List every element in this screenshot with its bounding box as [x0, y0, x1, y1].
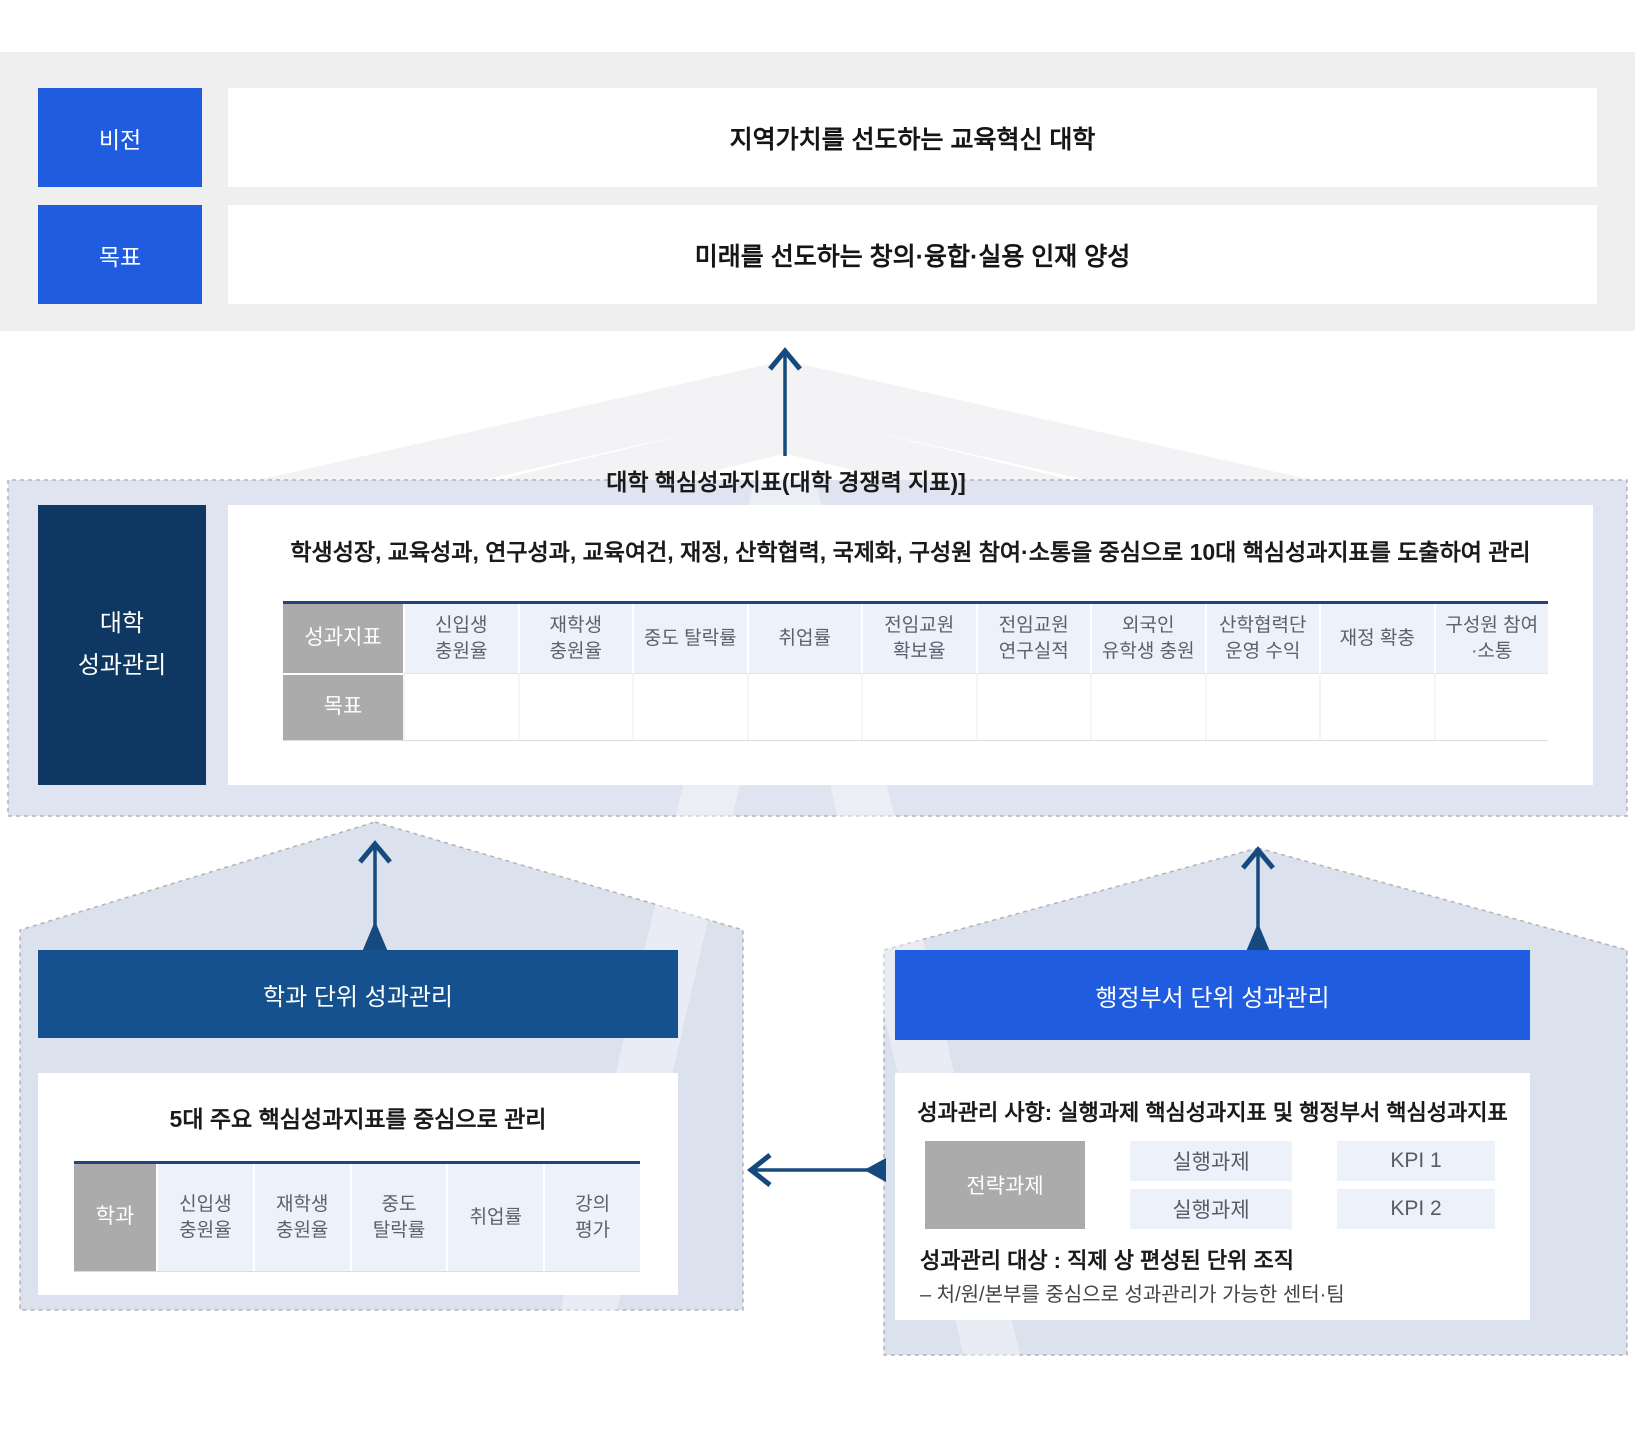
kpi-target-cell [975, 673, 1090, 740]
kpi-description: 학생성장, 교육성과, 연구성과, 교육여건, 재정, 산학협력, 국제화, 구… [290, 539, 1531, 565]
up-arrow-left-head-icon [358, 840, 392, 864]
flow-execution-task-box-2: 실행과제 [1130, 1189, 1292, 1229]
kpi-side-label-line2: 성과관리 [77, 652, 167, 679]
dept-table-header-row: 학과 신입생 충원율 재학생 충원율 중도 탈락률 취업률 강의 평가 [74, 1164, 640, 1271]
kpi-content-box: 학생성장, 교육성과, 연구성과, 교육여건, 재정, 산학협력, 국제화, 구… [228, 505, 1593, 785]
kpi-target-cell [861, 673, 976, 740]
admin-management-target: 성과관리 대상 : 직제 상 편성된 단위 조직 [920, 1248, 1294, 1273]
dept-col-header: 신입생 충원율 [156, 1164, 253, 1271]
arrow-group [358, 347, 1275, 1187]
kpi-col-header: 신입생 충원율 [403, 604, 518, 673]
up-arrow-right-base-triangle [1245, 923, 1271, 954]
kpi-table-header-row: 성과지표 신입생 충원율 재학생 충원율 중도 탈락률 취업률 전임교원 확보율… [283, 604, 1548, 673]
kpi-col-header: 구성원 참여·소통 [1433, 604, 1548, 673]
kpi-table-target-row: 목표 [283, 673, 1548, 740]
kpi-col-header: 전임교원 확보율 [861, 604, 976, 673]
kpi-col-header: 취업률 [746, 604, 861, 673]
flow-execution-task-box-1: 실행과제 [1130, 1141, 1292, 1181]
dept-row-header: 학과 [74, 1164, 156, 1271]
kpi-target-cell [517, 673, 632, 740]
kpi-col-header: 재정 확충 [1319, 604, 1434, 673]
kpi-target-cell [1204, 673, 1319, 740]
goal-label: 목표 [38, 205, 202, 304]
flow-strategic-task-box: 전략과제 [925, 1141, 1085, 1229]
kpi-col-header: 전임교원 연구실적 [975, 604, 1090, 673]
kpi-target-cell [1319, 673, 1434, 740]
kpi-side-label: 대학 성과관리 [38, 505, 206, 785]
dept-subtitle: 5대 주요 핵심성과지표를 중심으로 관리 [169, 1106, 547, 1132]
left-arrow-head-icon [746, 1153, 772, 1187]
up-arrow-top-head-icon [768, 347, 802, 371]
vision-text: 지역가치를 선도하는 교육혁신 대학 [228, 88, 1597, 187]
admin-management-items: 성과관리 사항: 실행과제 핵심성과지표 및 행정부서 핵심성과지표 [917, 1100, 1508, 1125]
kpi-col-header: 외국인 유학생 충원 [1090, 604, 1205, 673]
goal-text: 미래를 선도하는 창의·융합·실용 인재 양성 [228, 205, 1597, 304]
admin-management-target-detail: – 처/원/본부를 중심으로 성과관리가 가능한 센터·팀 [920, 1284, 1345, 1306]
kpi-section-title: 대학 핵심성과지표(대학 경쟁력 지표)] [606, 469, 966, 495]
kpi-row2-header: 목표 [283, 673, 403, 740]
dept-content-box: 5대 주요 핵심성과지표를 중심으로 관리 학과 신입생 충원율 재학생 충원율… [38, 1073, 678, 1295]
up-arrow-left-base-triangle [362, 921, 388, 952]
kpi-col-header: 재학생 충원율 [517, 604, 632, 673]
flow-kpi-box-2: KPI 2 [1337, 1189, 1495, 1229]
kpi-row1-header: 성과지표 [283, 604, 403, 673]
kpi-col-header: 산학협력단 운영 수익 [1204, 604, 1319, 673]
kpi-target-cell [1090, 673, 1205, 740]
dept-col-header: 중도 탈락률 [349, 1164, 447, 1271]
kpi-table: 성과지표 신입생 충원율 재학생 충원율 중도 탈락률 취업률 전임교원 확보율… [283, 601, 1548, 741]
dept-col-header: 재학생 충원율 [252, 1164, 350, 1271]
kpi-target-cell [1433, 673, 1548, 740]
dept-table: 학과 신입생 충원율 재학생 충원율 중도 탈락률 취업률 강의 평가 [74, 1161, 640, 1272]
vision-label: 비전 [38, 88, 202, 187]
kpi-section-dashed-border [7, 479, 1628, 817]
left-arrow-base-triangle [864, 1158, 886, 1182]
dept-col-header: 취업률 [446, 1164, 544, 1271]
kpi-col-header: 중도 탈락률 [632, 604, 747, 673]
up-arrow-right-head-icon [1241, 846, 1275, 870]
kpi-target-cell [746, 673, 861, 740]
dept-section-header: 학과 단위 성과관리 [38, 950, 678, 1038]
kpi-target-cell [403, 673, 518, 740]
admin-section-header: 행정부서 단위 성과관리 [895, 950, 1530, 1040]
kpi-side-label-line1: 대학 [99, 610, 145, 637]
dept-col-header: 강의 평가 [543, 1164, 640, 1271]
kpi-target-cell [632, 673, 747, 740]
flow-kpi-box-1: KPI 1 [1337, 1141, 1495, 1181]
